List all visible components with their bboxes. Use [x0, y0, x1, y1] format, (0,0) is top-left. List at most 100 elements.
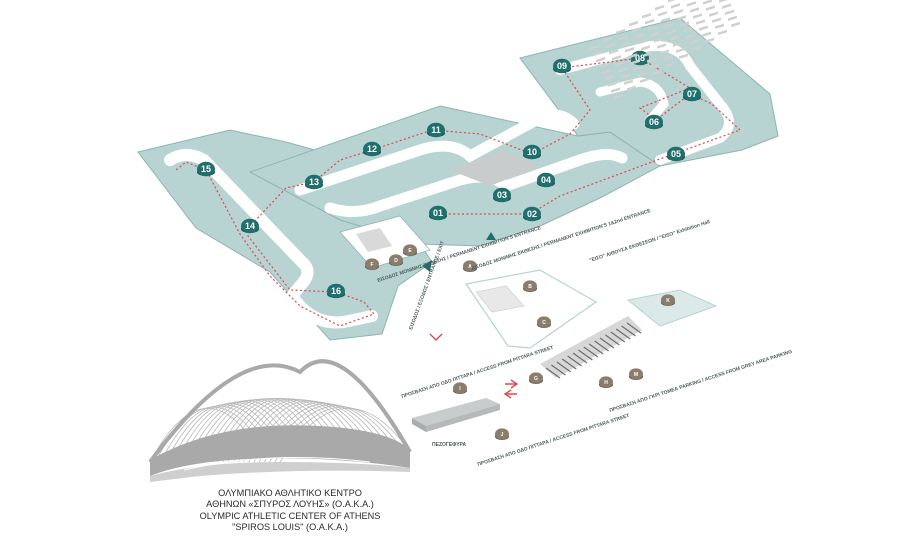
zone-label: F: [370, 262, 373, 268]
seat-row: [596, 57, 605, 63]
central-square: [464, 269, 598, 349]
station-07[interactable]: 07: [683, 86, 701, 102]
station-09[interactable]: 09: [553, 58, 571, 74]
seat-row: [618, 67, 627, 73]
station-02[interactable]: 02: [523, 206, 541, 222]
zone-i[interactable]: I: [453, 382, 467, 394]
station-12[interactable]: 12: [363, 141, 381, 157]
stair-step: [551, 364, 566, 376]
seat-row: [674, 9, 683, 15]
zone-m[interactable]: M: [629, 368, 643, 380]
floor-right-wing: [519, 17, 779, 167]
zone-j[interactable]: J: [495, 428, 509, 440]
station-marker: [197, 161, 215, 177]
station-marker: [553, 58, 571, 74]
zone-d[interactable]: D: [389, 254, 403, 266]
zone-a[interactable]: A: [463, 260, 477, 272]
seat-row: [640, 77, 649, 83]
stairs-block: [356, 228, 392, 252]
seat-row: [657, 43, 666, 49]
zone-h[interactable]: H: [599, 376, 613, 388]
seat-row: [655, 4, 664, 11]
seat-row: [664, 23, 673, 29]
seat-row: [631, 59, 640, 65]
station-13[interactable]: 13: [305, 174, 323, 190]
zone-c[interactable]: C: [537, 316, 551, 328]
zone-marker: [599, 376, 613, 388]
stair-step: [572, 352, 588, 364]
station-03[interactable]: 03: [493, 187, 511, 203]
station-06[interactable]: 06: [645, 114, 663, 130]
seat-row: [615, 61, 624, 67]
seat-row: [627, 85, 636, 91]
zone-marker: [453, 382, 467, 394]
zones-layer: A B C DE F G H I J K M: [365, 244, 675, 440]
station-16[interactable]: 16: [327, 283, 345, 299]
zone-marker: [495, 428, 509, 440]
zone-marker: [463, 260, 477, 272]
corridor-top: [294, 109, 580, 196]
seat-row: [718, 29, 727, 36]
station-label: 02: [527, 209, 537, 219]
station-label: 08: [635, 53, 645, 63]
station-marker: [429, 205, 447, 221]
station-label: 01: [433, 208, 443, 218]
seat-row: [619, 35, 628, 41]
stadium-arch-main: [148, 359, 412, 464]
station-04[interactable]: 04: [537, 172, 555, 188]
annotations: ΕΙΣΟΔΟΣ ΜΟΝΙΜΗΣ ΕΚΘΕΣΗΣ / PERMANENT EXHI…: [377, 208, 793, 468]
seat-row: [696, 19, 705, 25]
station-10[interactable]: 10: [523, 144, 541, 160]
zone-g[interactable]: G: [529, 372, 543, 384]
hatched-area: [475, 285, 525, 313]
zone-label: E: [408, 248, 412, 254]
zone-label: K: [666, 298, 670, 304]
station-11[interactable]: 11: [427, 122, 445, 138]
zone-b[interactable]: B: [523, 280, 537, 292]
zone-label: M: [634, 372, 638, 378]
seat-row: [593, 50, 602, 57]
seat-row: [702, 31, 711, 37]
stair-step: [545, 367, 561, 379]
stair-step: [583, 346, 599, 358]
seat-row: [687, 1, 696, 7]
stair-step: [615, 328, 631, 340]
stadium-illustration: [148, 359, 412, 482]
seat-row: [699, 25, 708, 31]
stair-step: [599, 337, 615, 349]
station-label: 12: [367, 144, 377, 154]
seat-row: [632, 27, 641, 33]
zone-label: I: [459, 386, 461, 392]
seat-row: [668, 0, 677, 3]
stadium-caption: ΟΛΥΜΠΙΑΚΟ ΑΘΛΗΤΙΚΟ ΚΕΝΤΡΟ ΑΘΗΝΩΝ «ΣΠΥΡΟΣ…: [190, 488, 390, 534]
zone-k[interactable]: K: [661, 294, 675, 306]
station-14[interactable]: 14: [241, 218, 259, 234]
station-label: 04: [541, 175, 551, 185]
station-15[interactable]: 15: [197, 161, 215, 177]
stair-step: [556, 361, 572, 373]
zone-marker: [403, 244, 417, 256]
station-label: 13: [309, 177, 319, 187]
seat-row: [611, 87, 620, 93]
zone-e[interactable]: E: [403, 244, 417, 256]
seat-row: [706, 5, 715, 11]
caption-line4: "SPIROS LOUIS" (O.A.K.A.): [232, 522, 348, 533]
seat-row: [677, 15, 686, 21]
station-01[interactable]: 01: [429, 205, 447, 221]
annotation-access-pittara-1: ΠΡΟΣΒΑΣΗ ΑΠΟ ΟΔΟ ΠΙΤΤΑΡΑ / ACCESS FROM P…: [401, 345, 555, 400]
zone-f[interactable]: F: [365, 258, 379, 270]
seat-row: [653, 69, 662, 75]
direction-arrows: [422, 232, 519, 399]
zone-label: J: [501, 432, 504, 438]
seat-row: [666, 61, 675, 67]
seat-row: [686, 33, 695, 39]
station-label: 16: [331, 286, 341, 296]
stair-step: [605, 334, 620, 346]
station-label: 11: [431, 125, 441, 135]
caption-line3: OLYMPIC ATHLETIC CENTER OF ATHENS: [199, 510, 381, 521]
seat-row: [624, 79, 633, 85]
seat-row: [647, 57, 656, 63]
seat-row: [606, 42, 615, 49]
station-05[interactable]: 05: [667, 146, 685, 162]
